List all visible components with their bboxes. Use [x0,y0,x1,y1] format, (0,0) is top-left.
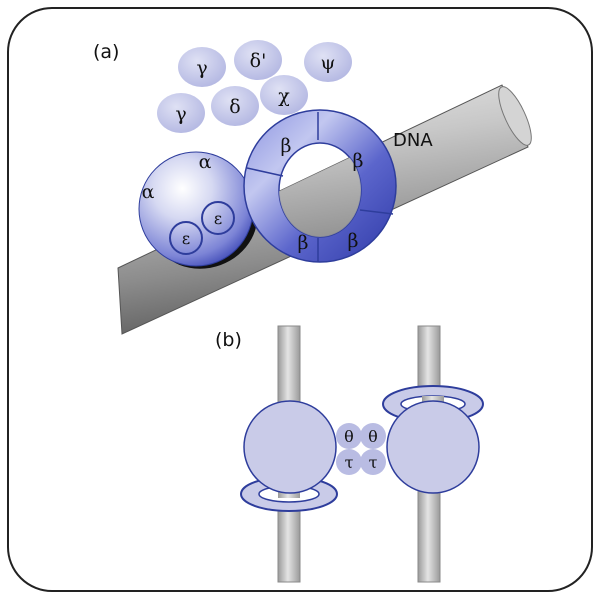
dna-label: DNA [393,130,433,151]
epsilon-label-left: ε [182,229,190,248]
psi-label: ψ [321,52,336,74]
epsilon-subunit-left [169,221,203,255]
delta-prime-subunit [234,40,282,80]
panel-a-label: (a) [93,41,119,63]
tau-subunit-left [336,449,362,475]
beta-label-2: β [353,150,364,172]
beta-label-4: β [348,230,359,252]
chi-subunit [260,75,308,115]
theta-label-left: θ [344,427,354,446]
theta-label-right: θ [368,427,378,446]
core-polymerase-left [243,400,337,494]
gamma-label-top: γ [196,57,207,79]
epsilon-subunit-right [201,201,235,235]
epsilon-label-right: ε [214,209,222,228]
theta-subunit-left [336,423,362,449]
alpha-label-top: α [199,151,212,173]
tau-subunit-right [360,449,386,475]
core-polymerase [138,151,258,269]
psi-subunit [304,42,352,82]
delta-subunit [211,86,259,126]
beta-label-3: β [298,232,309,254]
panel-b-label: (b) [215,329,242,351]
delta-prime-label: δ' [250,50,267,72]
gamma-subunit-top [178,47,226,87]
theta-subunit-right [360,423,386,449]
tau-label-left: τ [345,453,354,472]
tau-label-right: τ [369,453,378,472]
core-polymerase-right [386,400,480,494]
delta-label: δ [229,96,240,118]
beta-clamp-ring [243,109,397,263]
alpha-label-left: α [142,181,155,203]
free-subunits: γ δ' ψ γ δ χ [157,40,352,133]
chi-label: χ [278,85,290,107]
gamma-subunit-bottom [157,93,205,133]
tau-theta-subunits [336,423,386,475]
gamma-label-bottom: γ [175,103,186,125]
beta-label-1: β [281,135,292,157]
